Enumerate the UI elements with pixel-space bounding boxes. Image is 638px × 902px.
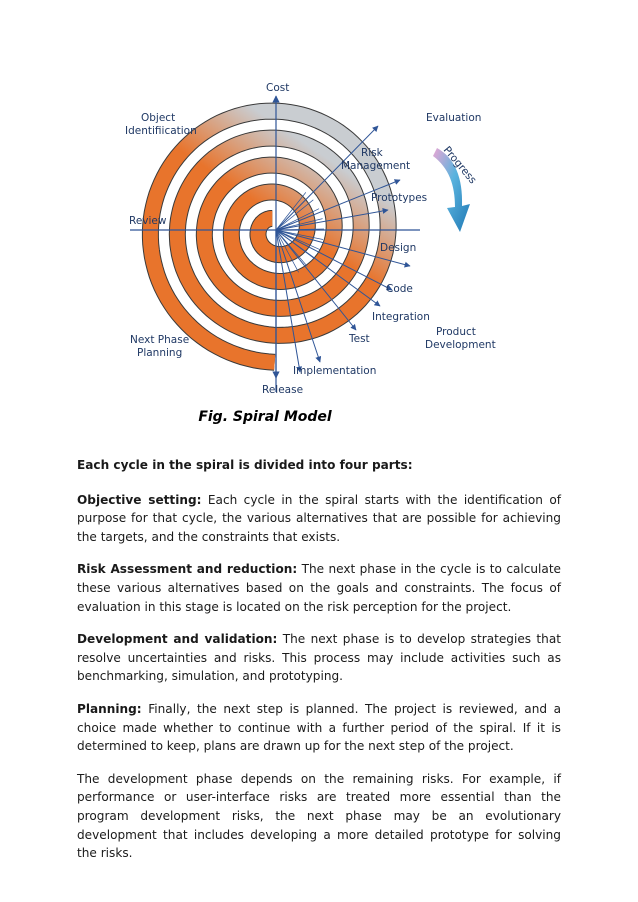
spiral-inner-ray [275, 229, 315, 259]
label-test: Test [348, 333, 370, 345]
label-evaluation: Evaluation [426, 112, 481, 124]
section-text: The next phase is to develop strategies … [77, 632, 561, 684]
label-release: Release [262, 384, 303, 396]
body-text: Each cycle in the spiral is divided into… [77, 456, 561, 877]
section-heading: Risk Assessment and reduction: [77, 562, 298, 577]
section-heading: Development and validation: [77, 632, 278, 647]
progress-arrow [433, 148, 470, 232]
spiral-ray [275, 179, 401, 231]
label-risk-management-1: Risk [361, 147, 384, 159]
spiral-inner-ray [275, 208, 320, 231]
figure-caption: Fig. Spiral Model [198, 409, 332, 425]
label-review: Review [129, 215, 167, 227]
spiral-ray [275, 229, 357, 331]
label-object-identification-2: Identifiication [125, 125, 197, 137]
spiral-rays [275, 125, 411, 373]
spiral-ray [275, 229, 303, 373]
spiral-ray [275, 229, 322, 363]
spiral-inner-ray [275, 199, 314, 231]
label-cost: Cost [266, 82, 289, 94]
label-risk-management-2: Management [341, 160, 410, 172]
section-heading: Planning: [77, 701, 142, 716]
spiral-inner-ray [275, 229, 308, 267]
label-object-identification-1: Object [141, 112, 175, 124]
section-planning: Planning: Finally, the next step is plan… [77, 700, 561, 756]
label-code: Code [386, 283, 413, 295]
spiral-ray [275, 125, 379, 231]
spiral-inner-ray [275, 192, 307, 231]
section-text: Each cycle in the spiral starts with the… [77, 492, 561, 544]
section-risk-assessment: Risk Assessment and reduction: The next … [77, 560, 561, 616]
section-text: Finally, the next step is planned. The p… [77, 701, 561, 754]
section-development-validation: Development and validation: The next pha… [77, 630, 561, 686]
section-objective-setting: Objective setting: Each cycle in the spi… [77, 491, 561, 547]
spiral-ray [275, 229, 411, 268]
spiral-model-diagram: Cost Evaluation Object Identifiication R… [125, 82, 496, 396]
spiral-ray [275, 229, 393, 291]
label-integration: Integration [372, 311, 430, 323]
label-product-development-1: Product [436, 326, 476, 338]
spiral-ray [275, 207, 389, 231]
spiral-inner-ray [275, 229, 320, 250]
label-implementation: Implementation [293, 365, 376, 377]
section-text: The next phase in the cycle is to calcul… [77, 562, 562, 614]
spiral-inner-ray [275, 229, 299, 273]
label-design: Design [380, 242, 416, 254]
spiral-inner-ray [275, 229, 324, 240]
intro-heading: Each cycle in the spiral is divided into… [77, 458, 413, 472]
label-next-phase-planning-2: Planning [137, 347, 182, 359]
label-product-development-2: Development [425, 339, 496, 351]
closing-paragraph: The development phase depends on the rem… [77, 771, 561, 861]
section-heading: Objective setting: [77, 492, 202, 507]
spiral-band [142, 103, 396, 370]
label-next-phase-planning-1: Next Phase [130, 334, 189, 346]
spiral-inner-ray [275, 218, 323, 231]
label-prototypes: Prototypes [371, 192, 427, 204]
